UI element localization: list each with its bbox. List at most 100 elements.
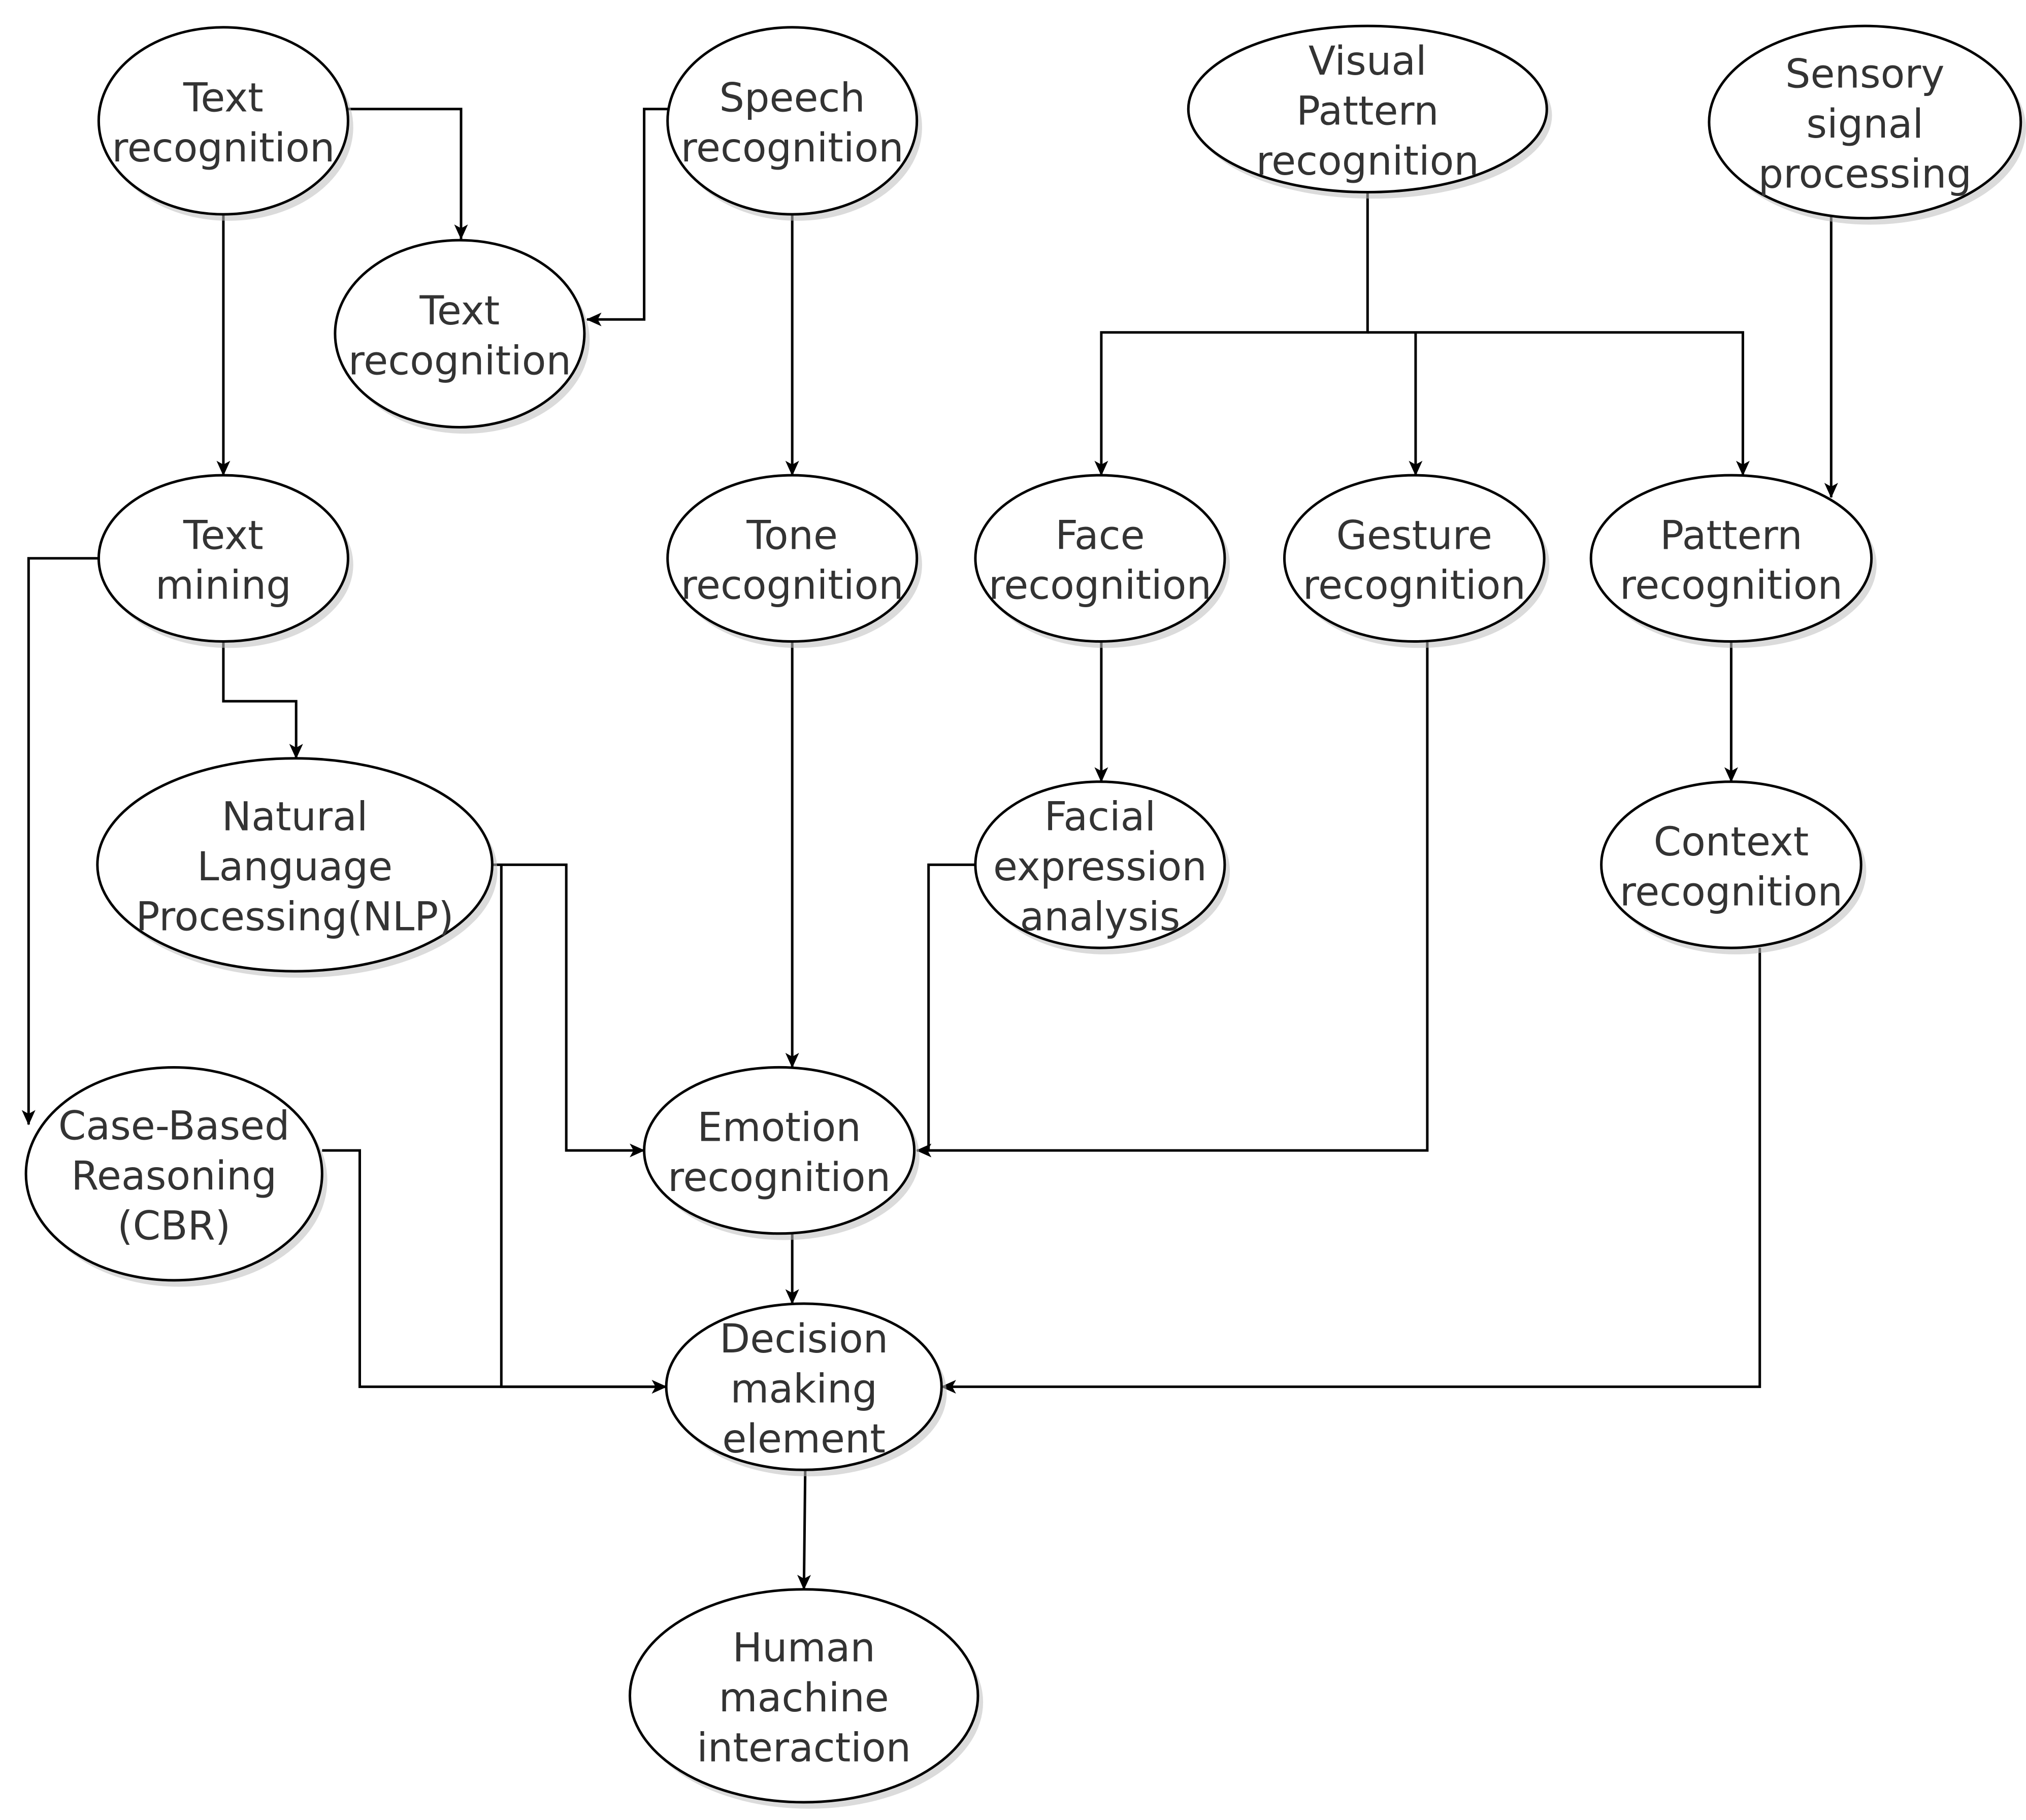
node-label: Sensory signal processing xyxy=(1758,52,1972,197)
node-label-line: Emotion xyxy=(697,1105,861,1151)
edge-text-mining-to-cbr xyxy=(21,557,102,1126)
node-label-line: Context xyxy=(1654,819,1809,865)
node-label-line: processing xyxy=(1758,152,1972,197)
node-label: Tone recognition xyxy=(681,513,904,608)
node-label-line: recognition xyxy=(1620,563,1843,609)
node-label-line: Case-Based xyxy=(58,1103,290,1149)
node-ellipse xyxy=(974,474,1226,643)
node-ellipse xyxy=(974,780,1226,949)
node-text-mining: Text mining xyxy=(97,474,353,648)
edge-speech-recognition-to-text-recognition-2 xyxy=(586,108,670,326)
node-label-line: Pattern xyxy=(1660,513,1803,558)
edge-decision-making-element-to-human-machine-interaction xyxy=(797,1470,811,1591)
node-ellipse xyxy=(666,474,919,643)
edge-visual-pattern-recognition-to-face-recognition xyxy=(1094,192,1369,476)
node-label-line: recognition xyxy=(112,125,335,171)
node-ellipse xyxy=(1187,24,1548,193)
node-label: Pattern recognition xyxy=(1620,513,1843,608)
node-label-line: Visual xyxy=(1309,39,1427,84)
node-label-line: Pattern xyxy=(1296,89,1439,135)
node-ellipse xyxy=(1589,474,1873,643)
node-label-line: Face xyxy=(1055,513,1145,558)
node-label-line: element xyxy=(722,1416,886,1462)
node-ellipse xyxy=(97,26,349,216)
node-ellipse xyxy=(1600,780,1862,949)
node-ellipse xyxy=(665,1302,943,1471)
node-label-line: Natural xyxy=(222,795,368,840)
node-label-line: Tone xyxy=(746,513,838,558)
node-label: Text mining xyxy=(155,513,291,608)
node-label-line: Gesture xyxy=(1336,513,1492,558)
edge-visual-pattern-recognition-to-pattern-recognition xyxy=(1367,331,1750,476)
edge-gesture-recognition-to-emotion-recognition xyxy=(916,641,1429,1157)
edge-text-mining-to-nlp xyxy=(222,641,303,759)
node-label-line: Sensory xyxy=(1785,52,1945,97)
edge-facial-expression-analysis-to-emotion-recognition xyxy=(916,863,977,1157)
node-ellipse xyxy=(1708,24,2022,220)
node-ellipse xyxy=(97,474,349,643)
node-label: Face recognition xyxy=(989,513,1212,608)
node-label-line: Text xyxy=(183,513,264,558)
node-label-line: recognition xyxy=(1256,139,1479,184)
edge-nlp-to-decision-making-element xyxy=(500,865,667,1394)
edge-context-recognition-to-decision-making-element xyxy=(940,948,1761,1394)
node-label-line: recognition xyxy=(1303,563,1526,609)
node-ellipse xyxy=(666,26,919,216)
node-label-line: recognition xyxy=(668,1155,891,1201)
edges xyxy=(21,108,1838,1591)
node-ellipse xyxy=(629,1588,979,1804)
node-label-line: recognition xyxy=(1620,869,1843,915)
edge-cbr-to-decision-making-element xyxy=(322,1149,667,1394)
node-label-line: Reasoning xyxy=(71,1153,277,1199)
node-face-recognition: Face recognition xyxy=(974,474,1230,648)
node-tone-recognition: Tone recognition xyxy=(666,474,922,648)
edge-nlp-to-emotion-recognition xyxy=(491,863,645,1157)
node-label-line: interaction xyxy=(697,1726,911,1771)
node-label-line: Language xyxy=(197,844,393,890)
node-sensory-signal-processing: Sensory signal processing xyxy=(1708,24,2026,225)
edge-text-recognition-1-to-text-recognition-2 xyxy=(345,108,468,240)
node-label-line: Processing(NLP) xyxy=(136,895,453,940)
node-label-line: recognition xyxy=(348,338,571,384)
node-label-line: making xyxy=(730,1366,877,1412)
node-label-line: machine xyxy=(719,1675,889,1721)
node-label-line: Facial xyxy=(1044,795,1156,840)
node-pattern-recognition: Pattern recognition xyxy=(1589,474,1877,648)
node-label-line: analysis xyxy=(1020,895,1180,940)
node-label-line: (CBR) xyxy=(117,1203,231,1249)
node-ellipse xyxy=(1283,474,1546,643)
node-gesture-recognition: Gesture recognition xyxy=(1283,474,1550,648)
node-label-line: recognition xyxy=(989,563,1212,609)
node-label-line: signal xyxy=(1806,102,1923,147)
node-label-line: expression xyxy=(993,844,1207,890)
node-label-line: recognition xyxy=(681,563,904,609)
node-label-line: Human xyxy=(733,1626,875,1671)
node-ellipse xyxy=(643,1066,916,1235)
node-label-line: Text xyxy=(419,288,500,334)
node-label-line: recognition xyxy=(681,125,904,171)
node-label-line: mining xyxy=(155,563,291,609)
node-label-line: Text xyxy=(183,75,264,121)
node-ellipse xyxy=(334,239,586,428)
